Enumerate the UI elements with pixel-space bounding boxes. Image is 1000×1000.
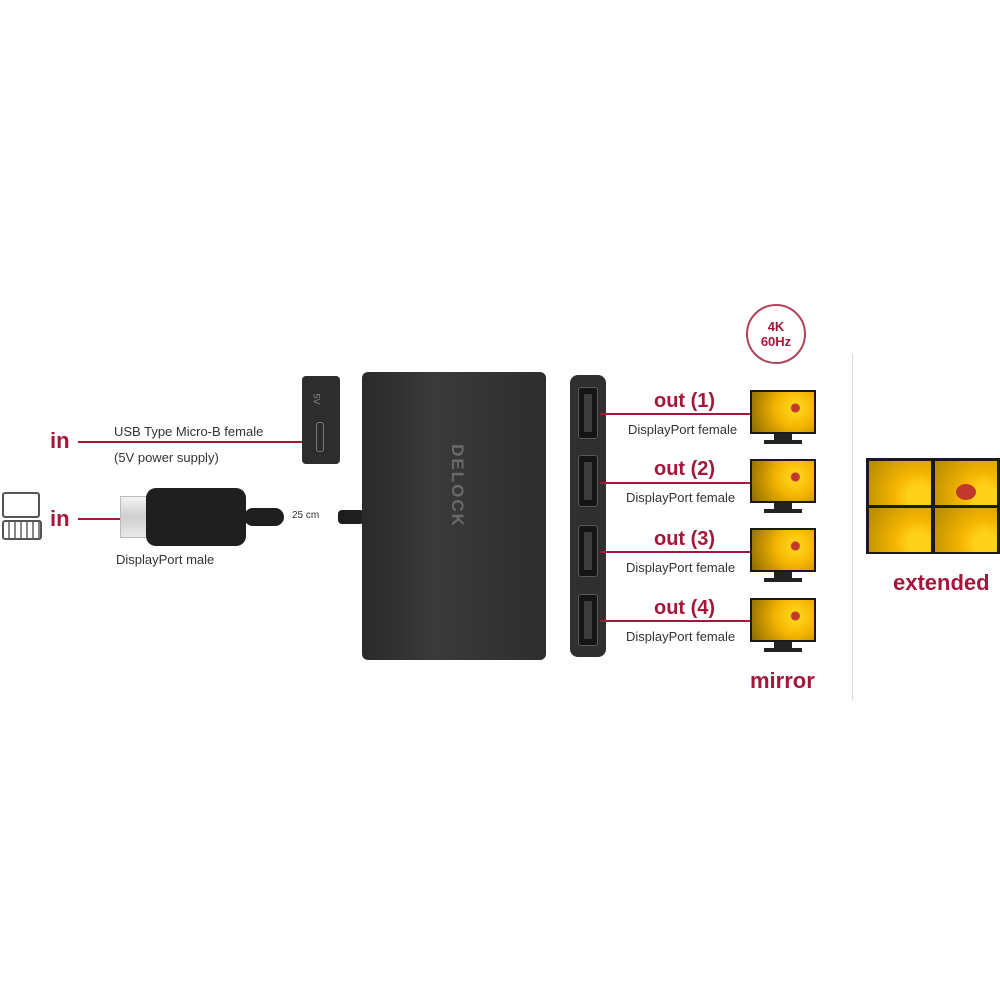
dp-cable-strain-relief bbox=[244, 508, 284, 526]
out-label-2: out (2) bbox=[654, 458, 716, 480]
monitor-icon bbox=[750, 598, 816, 654]
out-sublabel-3: DisplayPort female bbox=[626, 560, 736, 575]
ladybug-image bbox=[956, 484, 976, 500]
out-sublabel-4: DisplayPort female bbox=[626, 629, 736, 644]
dp-input-label: DisplayPort male bbox=[116, 552, 215, 567]
out-sublabel-2: DisplayPort female bbox=[626, 490, 736, 505]
out-label-3: out (3) bbox=[654, 528, 716, 550]
mst-hub-body bbox=[362, 372, 546, 660]
cable-length-label: 25 cm bbox=[292, 510, 320, 521]
dp-output-port-3 bbox=[578, 525, 598, 577]
usb-in-line bbox=[78, 441, 302, 443]
out-line-2 bbox=[600, 482, 750, 484]
displayport-male-plug bbox=[146, 488, 246, 546]
out-label-1: out (1) bbox=[654, 390, 716, 412]
monitor-icon bbox=[750, 390, 816, 446]
displayport-connector-metal bbox=[120, 496, 150, 538]
mirror-mode-label: mirror bbox=[750, 668, 815, 693]
dp-in-tag: in bbox=[50, 506, 70, 531]
badge-resolution: 4K bbox=[767, 319, 785, 334]
monitor-icon bbox=[750, 459, 816, 515]
extended-video-wall bbox=[866, 458, 1000, 554]
out-line-4 bbox=[600, 620, 750, 622]
dp-output-port-2 bbox=[578, 455, 598, 507]
usb-input-label: USB Type Micro-B female bbox=[114, 424, 264, 439]
mode-divider bbox=[852, 354, 853, 700]
dp-cable-end bbox=[338, 510, 364, 524]
dp-output-port-4 bbox=[578, 594, 598, 646]
dp-in-line bbox=[78, 518, 122, 520]
usb-port-slot bbox=[316, 422, 324, 452]
out-line-1 bbox=[600, 413, 750, 415]
extended-mode-label: extended bbox=[893, 570, 990, 595]
out-sublabel-1: DisplayPort female bbox=[628, 422, 738, 437]
brand-logo: DELOCK bbox=[447, 444, 467, 528]
usb-power-label: (5V power supply) bbox=[114, 450, 219, 465]
laptop-icon bbox=[2, 492, 42, 546]
resolution-badge: 4K 60Hz bbox=[746, 304, 806, 364]
dp-output-port-1 bbox=[578, 387, 598, 439]
out-line-3 bbox=[600, 551, 750, 553]
out-label-4: out (4) bbox=[654, 597, 716, 619]
usb-in-tag: in bbox=[50, 428, 70, 453]
monitor-icon bbox=[750, 528, 816, 584]
usb-5v-marking: 5V bbox=[311, 393, 322, 405]
badge-refresh-rate: 60Hz bbox=[760, 334, 792, 349]
